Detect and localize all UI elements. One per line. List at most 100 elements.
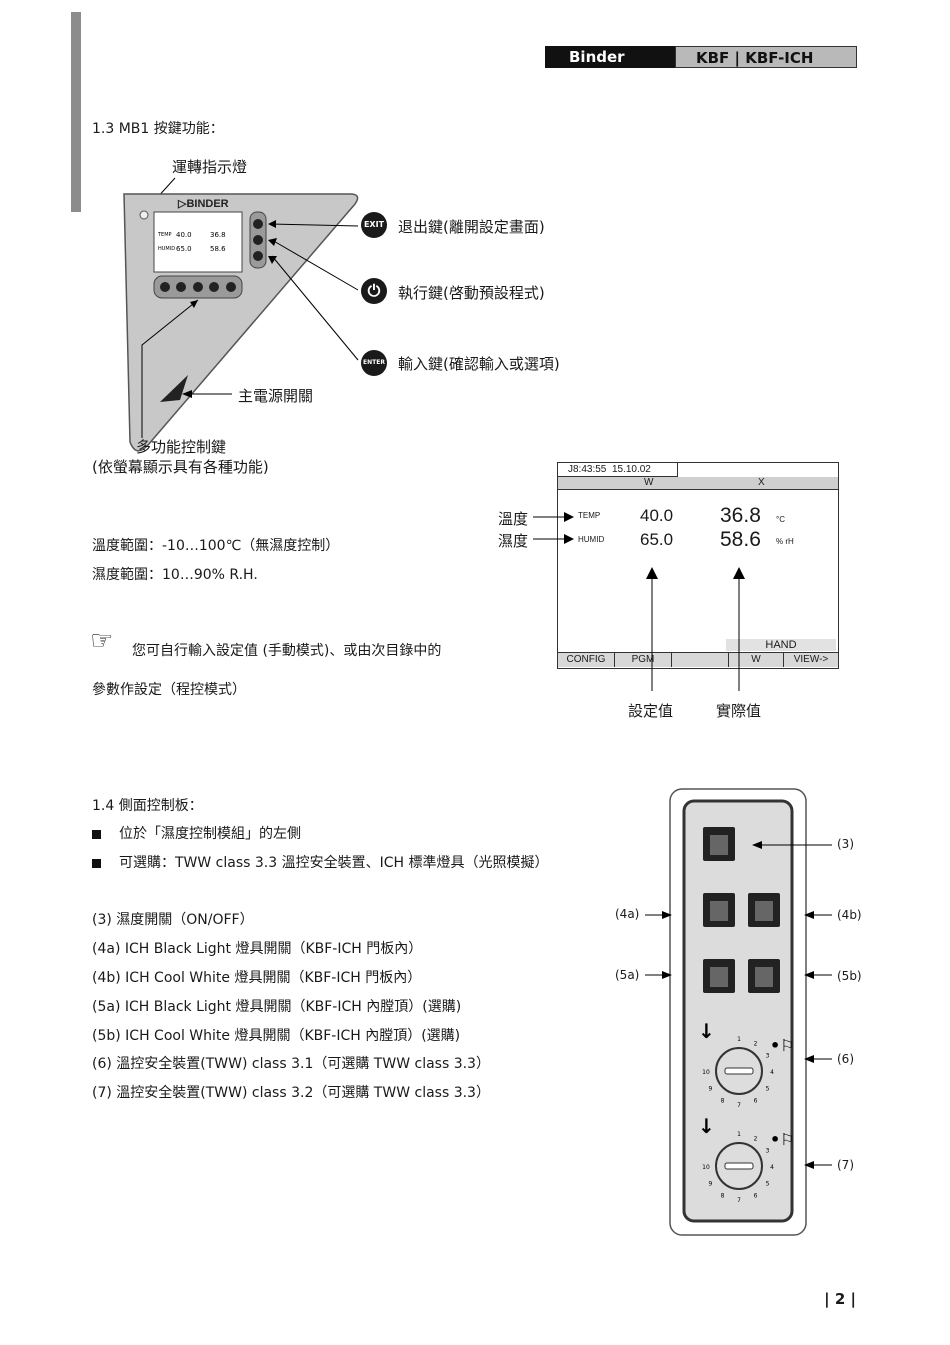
dial-6-tick-5: 5 [766,1086,770,1093]
dial-6-tick-8: 8 [721,1098,725,1105]
dial-6-tick-7: 7 [737,1102,741,1109]
switch-4a [703,893,735,927]
power-switch [160,375,188,402]
temp-range: 溫度範圍：-10…100℃（無濕度控制） [92,538,340,554]
mini-humid-tag: HUMID [158,246,175,252]
mini-temp-act: 36.8 [210,231,226,239]
dial-7-tick-2: 2 [754,1135,758,1142]
actual-label: 實際值 [716,702,762,720]
humid-range: 濕度範圍：10…90% R.H. [92,567,258,583]
item-5b: (5b) ICH Cool White 燈具開關（KBF-ICH 內膛頂）(選購… [92,1028,461,1044]
temp-unit: °C [776,515,785,524]
enter-icon: ENTER [361,350,387,376]
mini-screen [153,211,243,273]
dial-6-tick-4: 4 [770,1069,774,1076]
dial-6-tick-1: 1 [737,1036,741,1043]
callout-3: (3) [837,837,854,851]
temp-tag: TEMP [578,511,601,520]
header-model: KBF | KBF-ICH [675,46,857,68]
switch-4b [748,893,780,927]
multifunc-label: 多功能控制鍵 [136,438,227,456]
page-number: | 2 | [824,1290,856,1308]
mini-temp-tag: TEMP [157,232,172,238]
tww-dial-6: ↓ •⚐ [698,1019,795,1095]
section-14-title: 1.4 側面控制板： [92,798,203,814]
dial-6-tick-2: 2 [754,1040,758,1047]
callout-6: (6) [837,1052,854,1066]
humid-tag: HUMID [578,535,605,544]
item-7: (7) 溫控安全裝置(TWW) class 3.2（可選購 TWW class … [92,1085,490,1101]
temp-caption: 溫度 [498,510,529,528]
pointing-hand-icon: ☞ [90,626,114,656]
dial-7-tick-9: 9 [708,1181,712,1188]
enter-label: 輸入鍵(確認輸入或選項) [398,355,560,373]
col-x: X [758,477,765,488]
dial-7-tick-10: 10 [702,1164,710,1171]
dial-6-tick-6: 6 [754,1098,758,1105]
power-label: 主電源開關 [238,387,314,405]
svg-text:↓: ↓ [698,1114,715,1138]
power-cycle-icon: ⏻ [361,278,387,304]
softkey-blank[interactable] [672,653,729,667]
col-w: W [644,477,654,488]
switch-5a [703,959,735,993]
exec-label: 執行鍵(啓動預設程式) [398,284,545,302]
display-time: J8:43:55 [568,464,607,475]
humid-act: 58.6 [720,528,761,551]
exit-key [253,219,263,229]
item-3: (3) 濕度開關（ON/OFF） [92,912,254,928]
controller-diagram: ▷BINDER TEMP 40.0 36.8 HUMID 65.0 58.6 [123,177,359,452]
dial-7-tick-1: 1 [737,1131,741,1138]
display-date: 15.10.02 [611,464,651,475]
exit-label: 退出鍵(離開設定畫面) [398,218,545,236]
note-line-2: 參數作設定（程控模式） [92,682,246,698]
softkey-pgm[interactable]: PGM [615,653,672,667]
multifunc-note: (依螢幕顯示具有各種功能) [92,458,269,476]
bullet-2: 可選購：TWW class 3.3 溫控安全裝置、ICH 標準燈具（光照模擬） [92,852,549,872]
humidity-switch [703,827,735,861]
dial-7-tick-4: 4 [770,1164,774,1171]
dial-7-tick-5: 5 [766,1181,770,1188]
callout-5b: (5b) [837,969,862,983]
note-line-1: 您可自行輸入設定值 (手動模式)、或由次目錄中的 [132,643,442,659]
callout-5a: (5a) [615,968,640,982]
exit-icon: EXIT [361,212,387,238]
svg-text:↓: ↓ [698,1019,715,1043]
indicator-label: 運轉指示燈 [172,158,248,176]
callout-4a: (4a) [615,907,640,921]
hand-mode: HAND [726,639,836,651]
margin-bar [71,12,81,212]
tww-dial-7: ↓ •⚐ [698,1114,795,1190]
temp-act: 36.8 [720,504,761,527]
svg-text:•⚐: •⚐ [770,1130,795,1149]
softkey-view[interactable]: VIEW-> [784,653,838,667]
dial-7-tick-7: 7 [737,1197,741,1204]
section-13-title: 1.3 MB1 按鍵功能： [92,121,224,137]
item-5a: (5a) ICH Black Light 燈具開關（KBF-ICH 內膛頂）(選… [92,999,462,1015]
setpoint-label: 設定值 [628,702,674,720]
svg-text:•⚐: •⚐ [770,1036,795,1055]
display-arrows [533,512,745,691]
softkey-config[interactable]: CONFIG [558,653,615,667]
dial-6-tick-9: 9 [708,1086,712,1093]
humid-unit: % rH [776,537,794,546]
mini-humid-set: 65.0 [176,245,192,253]
exec-key [253,235,263,245]
humid-set: 65.0 [640,530,674,549]
enter-key [253,251,263,261]
humid-caption: 濕度 [498,532,529,550]
dial-6-tick-3: 3 [766,1053,770,1060]
dial-7-tick-3: 3 [766,1148,770,1155]
display-screen: J8:43:55 15.10.02 W X TEMP 40.0 36.8 °C … [557,462,839,669]
device-brand: ▷BINDER [177,198,229,210]
operation-led [139,210,149,220]
dial-7-tick-8: 8 [721,1193,725,1200]
item-4a: (4a) ICH Black Light 燈具開關（KBF-ICH 門板內） [92,941,423,957]
header-brand: Binder [545,46,675,68]
dial-7-tick-6: 6 [754,1193,758,1200]
bullet-1: 位於「濕度控制模組」的左側 [92,823,301,843]
mini-temp-set: 40.0 [176,231,192,239]
callout-7: (7) [837,1158,854,1172]
softkey-w[interactable]: W [729,653,784,667]
